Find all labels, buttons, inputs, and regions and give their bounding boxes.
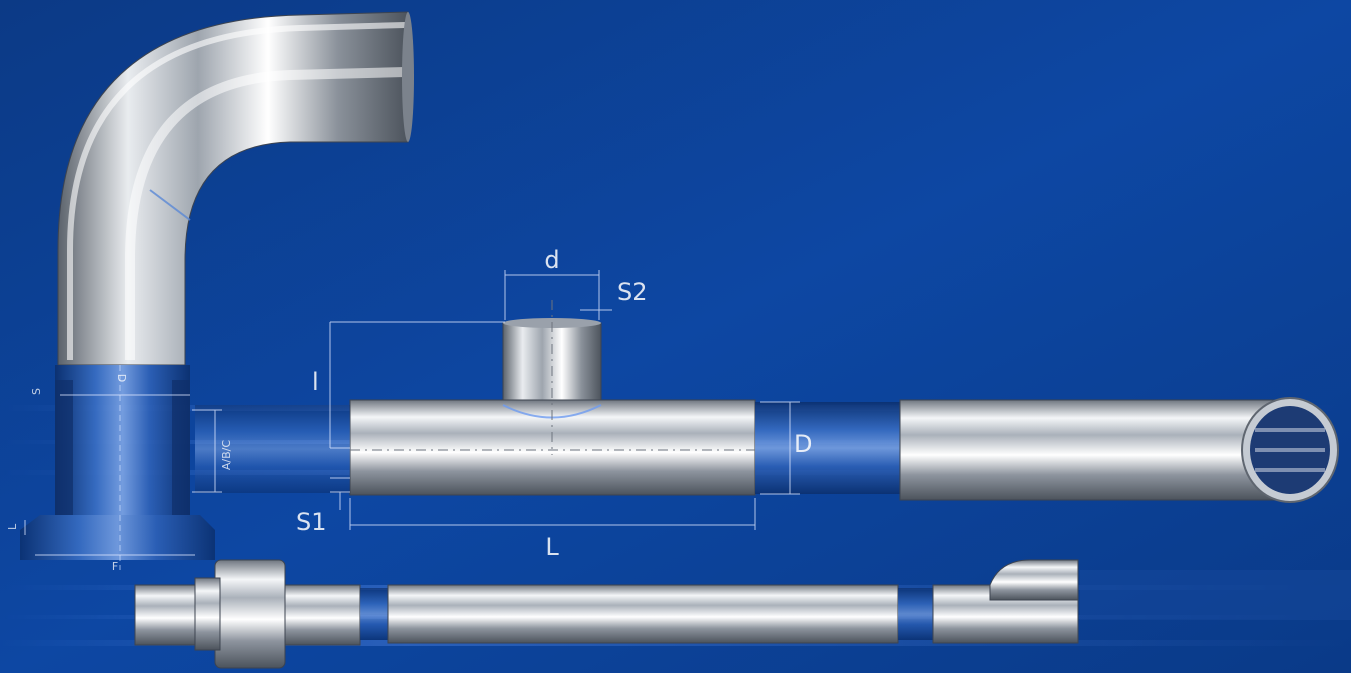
label-L: L (545, 533, 559, 561)
ferrule-label-abc: A/B/C (220, 440, 233, 470)
dimension-lines (24, 270, 800, 556)
glass-joint-1 (360, 588, 390, 640)
clamp-fitting (932, 559, 1079, 644)
ferrule-label-l: L (6, 523, 19, 530)
straight-pipe-right (899, 397, 1339, 503)
label-s2: S2 (617, 278, 648, 306)
label-s1: S1 (296, 508, 327, 536)
straight-pipe-bottom (387, 584, 899, 644)
elbow-pipe (57, 11, 414, 366)
label-d: d (544, 246, 559, 274)
glass-connector (755, 402, 900, 494)
label-l: l (312, 368, 319, 396)
union-fitting (134, 559, 361, 669)
glass-joint-2 (898, 588, 933, 640)
ferrule-label-f: F (112, 560, 118, 573)
tee-fitting (349, 300, 756, 496)
glass-inlet (195, 405, 350, 493)
ferrule-label-d: D (115, 374, 128, 382)
ferrule-label-s: S (30, 388, 43, 395)
ferrule-cutaway (20, 365, 215, 570)
label-D: D (794, 430, 812, 458)
